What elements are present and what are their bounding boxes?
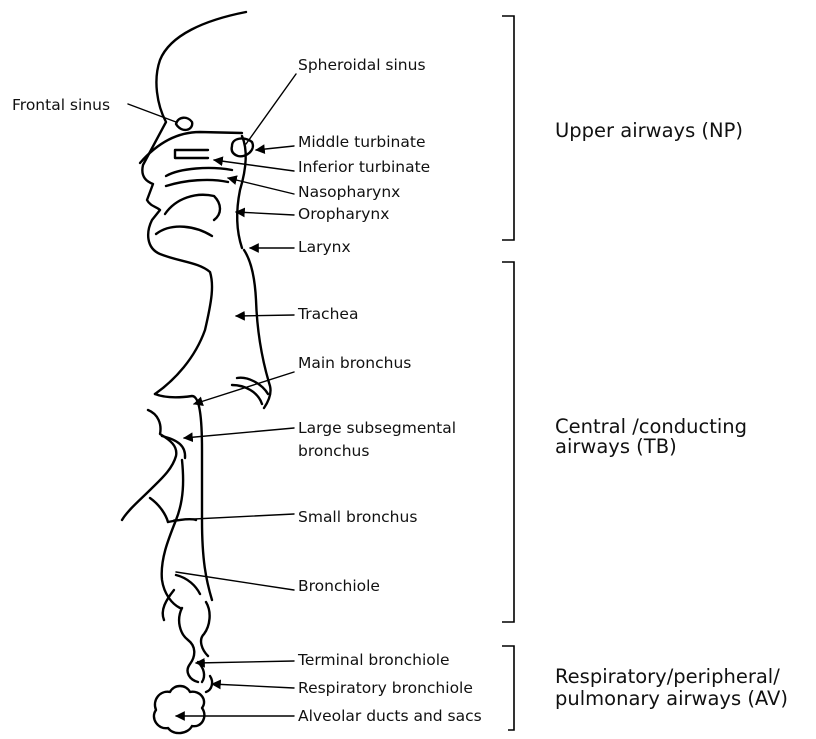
label-trachea: Trachea — [298, 305, 358, 324]
label-spheroidal-sinus: Spheroidal sinus — [298, 56, 426, 75]
label-terminal-bronchiole: Terminal bronchiole — [298, 651, 450, 670]
label-main-bronchus: Main bronchus — [298, 354, 411, 373]
label-larynx: Larynx — [298, 238, 351, 257]
group-label-upper-airways: Upper airways (NP) — [555, 120, 743, 142]
group-brackets — [502, 16, 514, 730]
group-label-respiratory-line2: pulmonary airways (AV) — [555, 688, 788, 710]
label-inferior-turbinate: Inferior turbinate — [298, 158, 430, 177]
label-frontal-sinus: Frontal sinus — [12, 96, 110, 115]
label-small-bronchus: Small bronchus — [298, 508, 417, 527]
label-middle-turbinate: Middle turbinate — [298, 133, 425, 152]
label-alveolar-ducts-and-sacs: Alveolar ducts and sacs — [298, 707, 482, 726]
group-label-central-line2: airways (TB) — [555, 436, 677, 458]
head-outline — [140, 12, 271, 408]
label-large-subsegmental-bronchus-line1: Large subsegmental — [298, 419, 456, 438]
label-nasopharynx: Nasopharynx — [298, 183, 400, 202]
label-large-subsegmental-bronchus-line2: bronchus — [298, 442, 369, 461]
group-label-respiratory-line1: Respiratory/peripheral/ — [555, 666, 780, 688]
label-bronchiole: Bronchiole — [298, 577, 380, 596]
label-oropharynx: Oropharynx — [298, 205, 389, 224]
bronchial-tree — [122, 394, 212, 733]
label-respiratory-bronchiole: Respiratory bronchiole — [298, 679, 473, 698]
